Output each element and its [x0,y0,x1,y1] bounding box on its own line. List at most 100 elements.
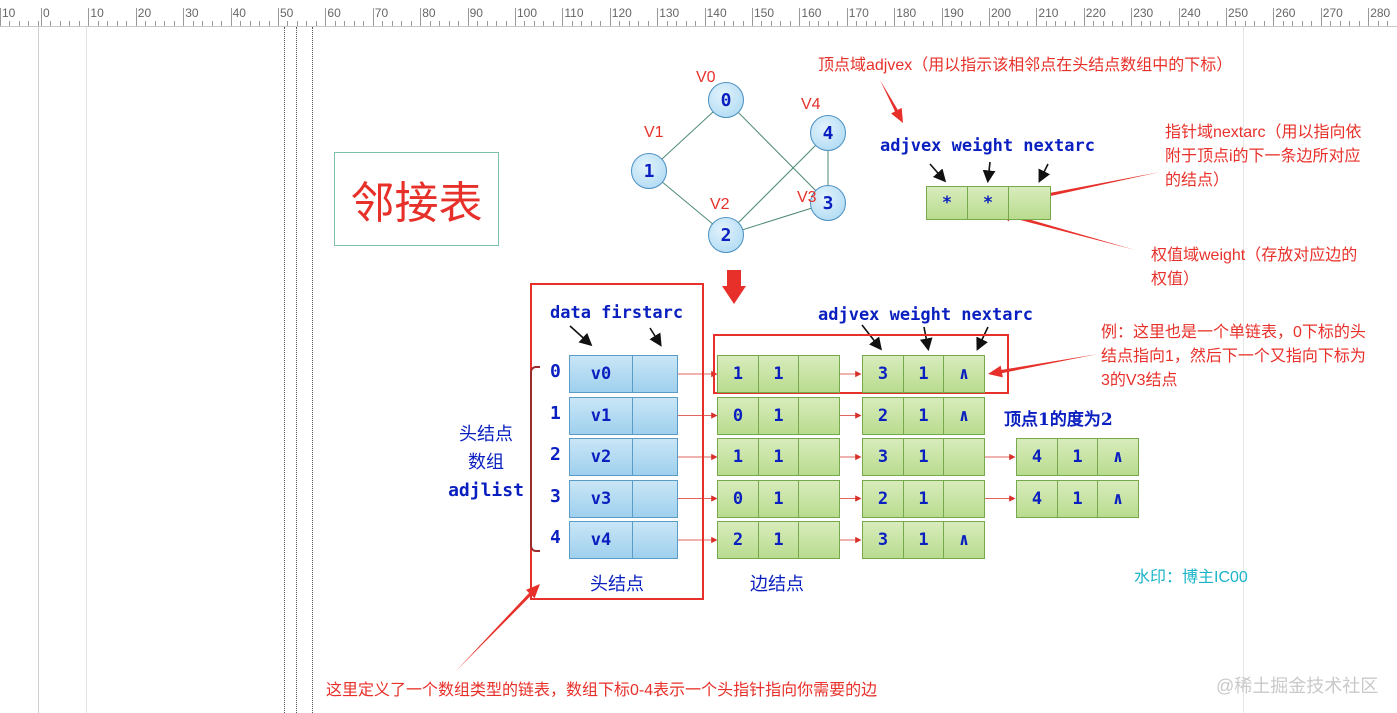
edge-weight-cell: 1 [758,355,799,393]
edge-weight-cell: 1 [903,479,944,518]
ruler-label: 160 [801,6,822,20]
graph-node-4: 4 [810,115,846,151]
head-index: 3 [550,485,561,507]
transform-down-arrow-icon [722,270,746,304]
ruler-minor-tick [97,21,99,26]
ruler-minor-tick [695,21,697,26]
ruler-minor-tick [1026,21,1028,26]
head-caption: 头结点 [590,574,644,595]
ruler-tick [562,8,564,26]
ruler-tick [183,8,185,26]
ruler-minor-tick [676,21,678,26]
example-annotation-arrow [988,354,1098,378]
vertex-label-v1: V1 [644,124,664,141]
graph-edge [725,99,829,204]
ruler-label: 100 [517,6,538,20]
ruler-minor-tick [126,21,128,26]
ruler-tick [1178,8,1180,26]
field-pointer-arrow [569,325,593,347]
head-firstarc-cell [632,396,678,435]
edge-adjvex-cell: 3 [862,521,904,559]
ruler-minor-tick [154,21,156,26]
ruler-minor-tick [59,21,61,26]
ruler-minor-tick [78,21,80,26]
ruler-minor-tick [770,21,772,26]
ruler-minor-tick [1235,21,1237,26]
column-guide [296,27,297,713]
ruler-minor-tick [496,21,498,26]
ruler-tick [1273,8,1275,26]
ruler-minor-tick [951,21,953,26]
ruler-minor-tick [1254,21,1256,26]
ruler-tick [1131,8,1133,26]
edge-adjvex-cell: 4 [1016,438,1058,476]
edge-weight-cell: 1 [903,355,944,393]
ruler-minor-tick [458,21,460,26]
ruler-label: 170 [848,6,869,20]
ruler-minor-tick [552,21,554,26]
ruler-minor-tick [353,21,355,26]
ruler-label: 270 [1322,6,1343,20]
ruler-tick [609,8,611,26]
edge-nextarc-cell: ∧ [1097,479,1139,518]
ruler-minor-tick [37,21,39,26]
vertex-label-v0: V0 [696,69,716,86]
ruler-minor-tick [827,21,829,26]
ruler-tick [1226,8,1227,26]
edge-nextarc-cell [798,396,840,435]
side-label-line: 数组 [468,452,504,473]
edge-nextarc-cell [798,438,840,476]
head-firstarc-cell [632,479,678,518]
demo-adjvex-cell: * [926,186,968,220]
column-guide [312,27,313,713]
ruler-label: 190 [943,6,964,20]
edge-field-labels: adjvex weight nextarc [818,305,1033,325]
ruler-minor-tick [742,21,744,26]
ruler-minor-tick [1017,21,1019,26]
ruler-minor-tick [401,21,403,26]
ruler-minor-tick [1112,21,1114,26]
demo-nextarc-cell [1008,186,1051,220]
page-margin-line [86,27,87,713]
head-array-annotation-arrow [455,584,540,672]
graph-edge [725,132,829,236]
ruler-minor-tick [50,21,52,26]
ruler-minor-tick [1339,21,1341,26]
ruler-minor-tick [1045,21,1047,26]
head-data-cell: v4 [569,521,633,559]
ruler-minor-tick [913,21,915,26]
nextarc-annotation: 指针域nextarc（用以指向依 附于顶点i的下一条边所对应 的结点） [1165,121,1361,193]
ruler-minor-tick [590,21,592,26]
ruler-minor-tick [780,21,782,26]
head-array-side-label: 头结点 数组 adjlist [445,421,527,505]
example-note-line: 3的V3结点 [1101,372,1178,389]
ruler-minor-tick [685,21,687,26]
edge-nextarc-cell: ∧ [1097,438,1139,476]
ruler-minor-tick [970,21,972,26]
ruler-minor-tick [192,21,194,26]
edge-nextarc-cell: ∧ [943,355,985,393]
ruler-minor-tick [808,21,810,26]
field-pointer-arrow [919,326,933,352]
head-data-cell: v0 [569,355,633,393]
ruler-minor-tick [581,21,583,26]
ruler-label: 180 [896,6,917,20]
ruler-label: 60 [327,6,341,20]
ruler-tick [1036,8,1038,26]
field-pointer-arrow [649,327,662,347]
ruler-minor-tick [448,21,450,26]
ruler-minor-tick [884,21,886,26]
ruler-tick [515,8,516,26]
ruler-minor-tick [932,21,934,26]
ruler-label: 20 [137,6,152,20]
head-firstarc-cell [632,521,678,559]
page-margin-line [1243,27,1244,713]
demo-field-labels: adjvex weight nextarc [880,136,1095,156]
edge-nextarc-cell: ∧ [943,521,985,559]
degree-note: 顶点1的度为2 [1004,410,1113,430]
nextarc-annotation-line: 指针域nextarc（用以指向依 [1165,124,1362,141]
ruler-tick [941,8,943,26]
vertex-label-v2: V2 [710,196,730,213]
ruler-minor-tick [998,21,1000,26]
ruler-minor-tick [1159,21,1161,26]
